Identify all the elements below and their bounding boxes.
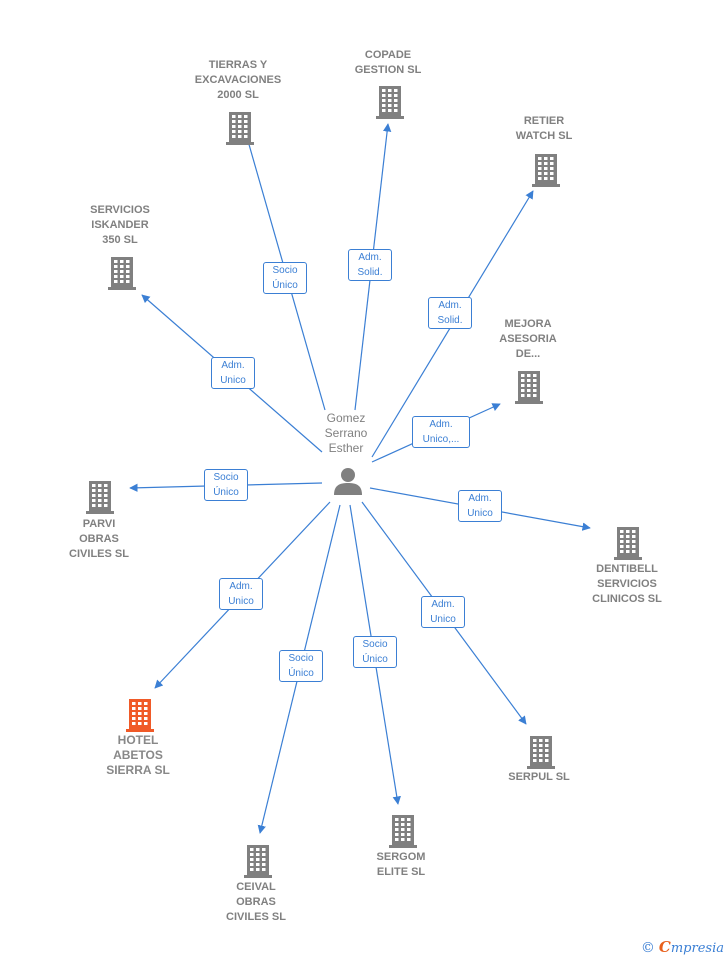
node-label-servicios[interactable]: SERVICIOS ISKANDER 350 SL	[90, 204, 150, 246]
node-label-retier[interactable]: RETIER WATCH SL	[515, 115, 573, 142]
edge-label-dentibell[interactable]: Adm. Unico	[458, 490, 502, 522]
edge-label-parvi[interactable]: Socio Único	[204, 469, 248, 501]
node-label-serpul[interactable]: SERPUL SL	[508, 771, 570, 783]
building-icon[interactable]	[514, 370, 544, 404]
building-icon[interactable]	[243, 844, 273, 878]
node-label-sergom[interactable]: SERGOM ELITE SL	[376, 851, 426, 878]
building-icon[interactable]	[375, 85, 405, 119]
building-icon[interactable]	[85, 480, 115, 514]
node-label-hotel[interactable]: HOTEL ABETOS SIERRA SL	[106, 733, 170, 777]
node-label-dentibell[interactable]: DENTIBELL SERVICIOS CLINICOS SL	[592, 563, 662, 605]
person-name: Gomez Serrano Esther	[324, 411, 368, 455]
building-icon[interactable]	[225, 111, 255, 145]
building-icon[interactable]	[526, 735, 556, 769]
edge-label-retier[interactable]: Adm. Solid.	[428, 297, 472, 329]
building-icon[interactable]	[125, 698, 155, 732]
brand-logo-text: mpresia	[670, 941, 724, 956]
person-icon[interactable]	[333, 466, 363, 496]
footer-brand: ©Cmpresia	[641, 938, 724, 956]
copyright-icon: ©	[640, 940, 655, 956]
edge-label-sergom[interactable]: Socio Único	[353, 636, 397, 668]
edge-label-hotel[interactable]: Adm. Unico	[219, 578, 263, 610]
edge-label-ceival[interactable]: Socio Único	[279, 650, 323, 682]
node-label-mejora[interactable]: MEJORA ASESORIA DE...	[499, 318, 557, 360]
node-label-ceival[interactable]: CEIVAL OBRAS CIVILES SL	[226, 881, 286, 923]
edge-label-copade[interactable]: Adm. Solid.	[348, 249, 392, 281]
node-label-tierras[interactable]: TIERRAS Y EXCAVACIONES 2000 SL	[194, 59, 282, 101]
building-icon[interactable]	[613, 526, 643, 560]
building-icon[interactable]	[107, 256, 137, 290]
edge-label-serpul[interactable]: Adm. Unico	[421, 596, 465, 628]
edge-label-tierras[interactable]: Socio Único	[263, 262, 307, 294]
brand-logo-initial: C	[658, 938, 671, 956]
node-label-parvi[interactable]: PARVI OBRAS CIVILES SL	[69, 518, 129, 560]
node-label-copade[interactable]: COPADE GESTION SL	[354, 49, 422, 76]
edge-label-servicios[interactable]: Adm. Unico	[211, 357, 255, 389]
edge-label-mejora[interactable]: Adm. Unico,...	[412, 416, 470, 448]
building-icon[interactable]	[388, 814, 418, 848]
building-icon[interactable]	[531, 153, 561, 187]
